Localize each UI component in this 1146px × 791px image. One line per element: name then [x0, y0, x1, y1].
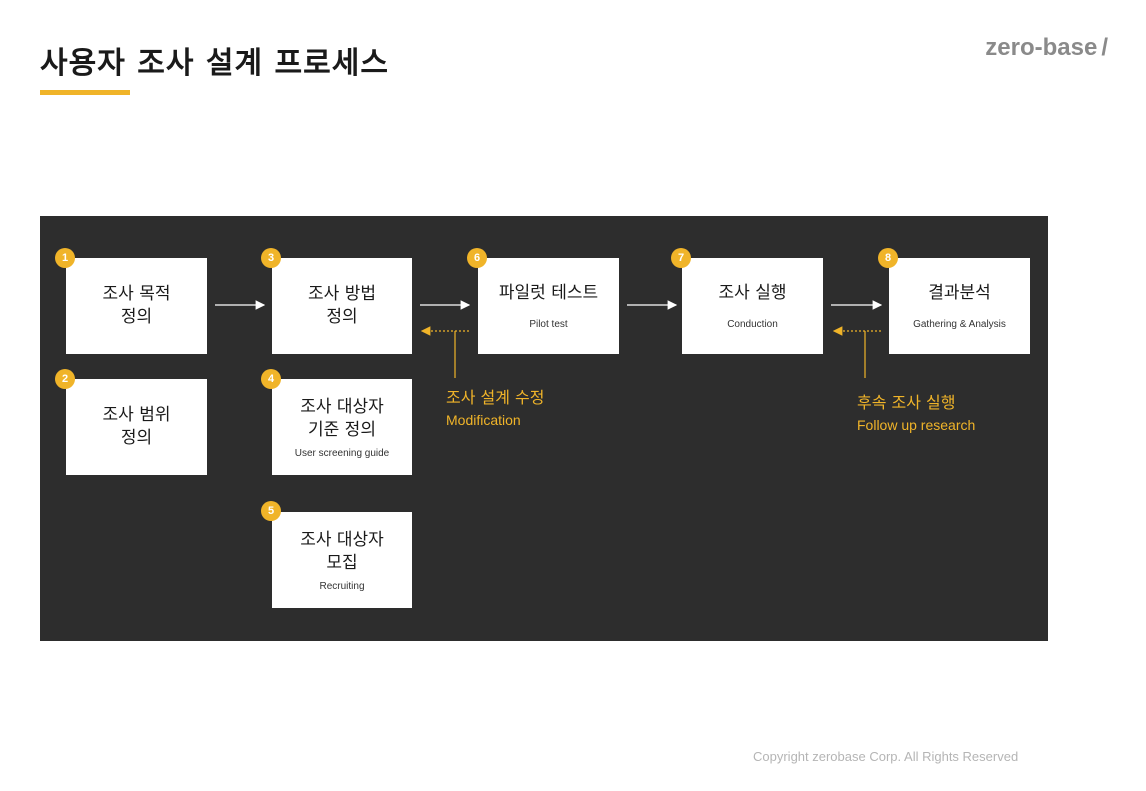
step-5-sublabel: Recruiting — [319, 580, 365, 592]
step-3-label: 조사 방법 정의 — [308, 284, 376, 327]
step-2-badge: 2 — [55, 369, 75, 389]
step-1-badge: 1 — [55, 248, 75, 268]
step-1-label: 조사 목적 정의 — [102, 284, 171, 327]
logo-text: zero-base — [985, 34, 1098, 61]
copyright-text: Copyright zerobase Corp. All Rights Rese… — [753, 749, 1019, 764]
step-6-sublabel: Pilot test — [529, 319, 568, 330]
logo-slash: / — [1101, 34, 1108, 61]
step-7-label: 조사 실행 — [718, 283, 787, 303]
step-7-badge: 7 — [671, 248, 691, 268]
title-underline — [40, 90, 130, 95]
step-8-badge: 8 — [878, 248, 898, 268]
brand-logo: zero-base/ — [985, 34, 1108, 62]
step-8-box: 결과분석 Gathering & Analysis — [889, 258, 1030, 354]
step-8-label: 결과분석 — [928, 283, 991, 303]
followup-en: Follow up research — [857, 417, 976, 433]
step-8-sublabel: Gathering & Analysis — [913, 319, 1006, 330]
step-2-box: 조사 범위 정의 — [66, 379, 207, 475]
step-4-badge: 4 — [261, 369, 281, 389]
step-3-badge: 3 — [261, 248, 281, 268]
step-3-box: 조사 방법 정의 — [272, 258, 412, 354]
followup-annotation: 후속 조사 실행 Follow up research — [857, 389, 975, 433]
step-5-label: 조사 대상자 모집 — [300, 529, 384, 573]
followup-ko: 후속 조사 실행 — [857, 393, 956, 412]
step-5-box: 조사 대상자 모집 Recruiting — [272, 512, 412, 608]
step-6-box: 파일럿 테스트 Pilot test — [478, 258, 619, 354]
modification-en: Modification — [446, 412, 521, 428]
step-7-box: 조사 실행 Conduction — [682, 258, 823, 354]
step-2-label: 조사 범위 정의 — [102, 405, 171, 448]
page-title: 사용자 조사 설계 프로세스 — [40, 46, 389, 81]
step-4-sublabel: User screening guide — [294, 447, 390, 459]
modification-ko: 조사 설계 수정 — [446, 388, 545, 407]
step-1-box: 조사 목적 정의 — [66, 258, 207, 354]
modification-annotation: 조사 설계 수정 Modification — [446, 384, 545, 428]
step-4-label: 조사 대상자 기준 정의 — [300, 396, 384, 440]
step-4-box: 조사 대상자 기준 정의 User screening guide — [272, 379, 412, 475]
step-7-sublabel: Conduction — [727, 319, 778, 330]
step-6-label: 파일럿 테스트 — [498, 283, 599, 303]
step-5-badge: 5 — [261, 501, 281, 521]
step-6-badge: 6 — [467, 248, 487, 268]
